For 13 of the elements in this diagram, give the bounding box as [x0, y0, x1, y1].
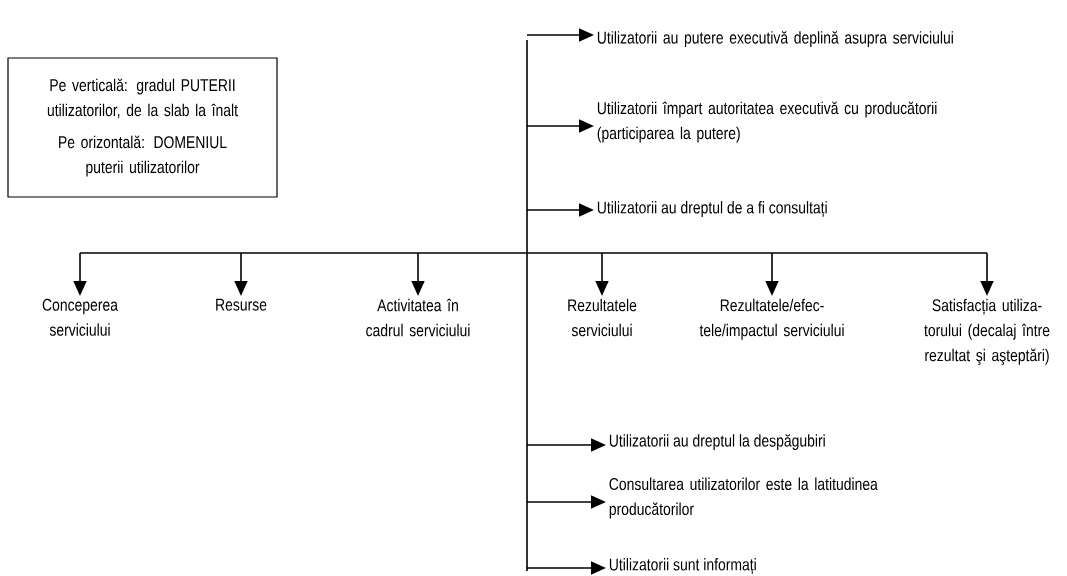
category-label: Rezultatele serviciului — [568, 298, 637, 337]
category-label: Rezultatele/efec- tele/impactul serviciului — [699, 298, 844, 340]
category-label: Activitatea în cadrul serviciului — [366, 298, 470, 337]
level-label: Utilizatorii împart autoritatea executivă cu producătorii (participarea la putere) — [597, 101, 937, 143]
level-label: Utilizatorii au putere executivă deplină asupra serviciului — [597, 30, 953, 48]
level-label: Utilizatorii au dreptul de a fi consultați — [597, 201, 827, 217]
level-label: Utilizatorii au dreptul la despăgubiri — [609, 434, 825, 451]
note-box: Pe verticală: gradul PUTERII utilizatorilor, de la slab la înalt Pe orizontală: DOMENIUL puterii utilizatorilor — [7, 57, 278, 198]
category-label: Resurse — [216, 298, 267, 311]
level-label: Consultarea utilizatorilor este la latitudinea producătorilor — [609, 477, 878, 519]
level-label: Utilizatorii sunt informați — [609, 558, 756, 574]
category-label: Conceperea serviciului — [42, 298, 118, 336]
category-label: Satisfacția utiliza- torului (decalaj între rezultat şi aşteptări) — [924, 298, 1050, 365]
